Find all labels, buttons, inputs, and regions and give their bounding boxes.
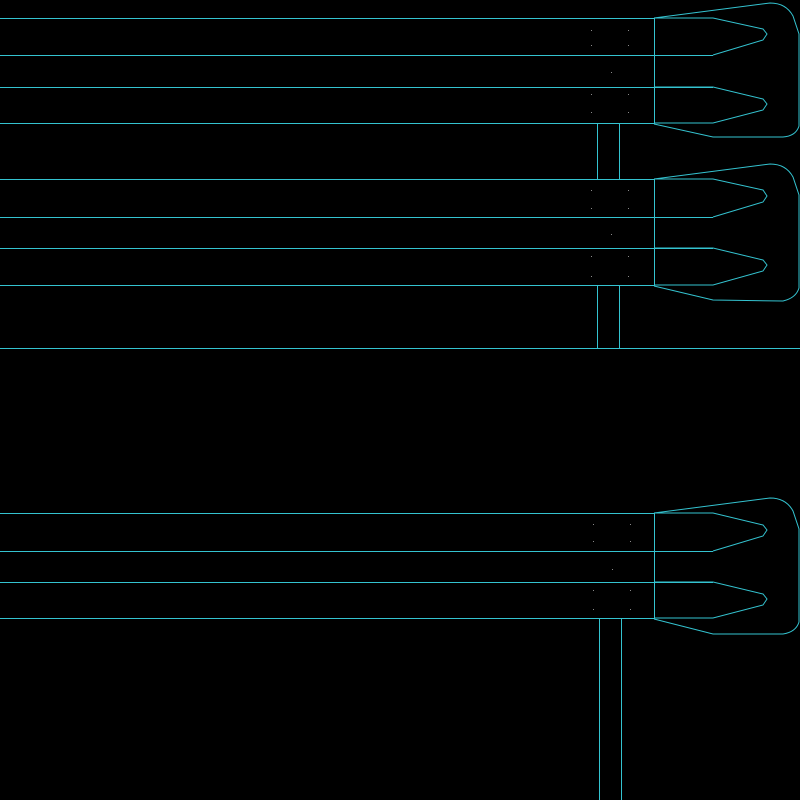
spike-tip (654, 512, 768, 552)
hatch-dot (628, 190, 629, 191)
spike-tip (654, 581, 768, 619)
assembly-upper (0, 2, 800, 179)
hatch-dot (591, 30, 592, 31)
hatch-dot (593, 541, 594, 542)
hatch-dot (628, 94, 629, 95)
hatch-dots (591, 30, 631, 610)
hatch-dot (630, 609, 631, 610)
assembly-middle (0, 163, 800, 349)
hatch-dot (630, 541, 631, 542)
hatch-dot (611, 234, 612, 235)
hatch-dot (591, 45, 592, 46)
hatch-dot (628, 208, 629, 209)
hatch-dot (591, 112, 592, 113)
hatch-dot (593, 609, 594, 610)
bracket-outline (653, 163, 800, 302)
bracket-outline (653, 2, 800, 138)
bracket-outline (653, 497, 800, 635)
hatch-dot (628, 276, 629, 277)
spike-tip (654, 247, 768, 286)
hatch-dot (591, 276, 592, 277)
hatch-dot (628, 30, 629, 31)
spike-tip (654, 178, 768, 218)
hatch-dot (628, 256, 629, 257)
hatch-dot (630, 524, 631, 525)
hatch-dot (591, 208, 592, 209)
hatch-dot (593, 524, 594, 525)
spike-tip (654, 17, 768, 56)
hatch-dot (630, 590, 631, 591)
hatch-dot (611, 72, 612, 73)
assembly-lower (0, 497, 800, 800)
hatch-dot (593, 590, 594, 591)
hatch-dot (628, 112, 629, 113)
hatch-dot (591, 94, 592, 95)
hatch-dot (591, 256, 592, 257)
hatch-dot (628, 45, 629, 46)
spike-tip (654, 86, 768, 124)
hatch-dot (591, 190, 592, 191)
hatch-dot (612, 569, 613, 570)
